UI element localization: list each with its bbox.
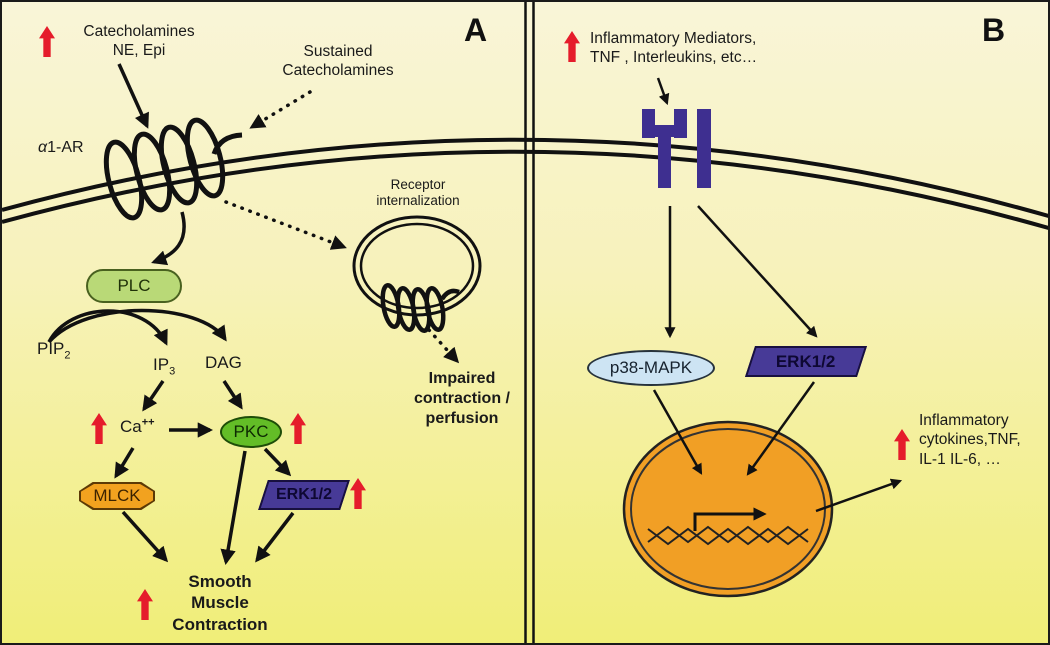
mlck-node-fill bbox=[81, 484, 153, 508]
mlck-label: MLCK bbox=[93, 486, 141, 505]
up-arrow-icon bbox=[350, 478, 366, 509]
impaired-line1: Impaired bbox=[428, 370, 496, 387]
ca-sup: ++ bbox=[141, 416, 155, 429]
arrow-catecholamines-to-receptor bbox=[117, 63, 149, 129]
cytokines-line1: Inflammatory bbox=[919, 412, 1009, 429]
arrow-receptor-to-vesicle bbox=[224, 200, 347, 250]
arrow-dag-to-pkc bbox=[222, 380, 243, 410]
up-arrow-icon bbox=[894, 429, 910, 460]
outcome-line2: Muscle bbox=[191, 593, 249, 613]
receptor-internalization-label: Receptor internalization bbox=[360, 177, 476, 209]
arrow-nucleus-to-cytokines bbox=[815, 478, 903, 513]
pkc-label: PKC bbox=[233, 422, 269, 441]
smooth-muscle-contraction-label: Smooth Muscle Contraction bbox=[150, 571, 290, 635]
inflammatory-cytokines-label: Inflammatory cytokines,TNF, IL-1 IL-6, … bbox=[919, 411, 1021, 469]
dna-strand-icon bbox=[647, 525, 809, 546]
outcome-line3: Contraction bbox=[172, 614, 268, 634]
mediators-line1: Inflammatory Mediators, bbox=[590, 30, 757, 47]
internalization-line2: internalization bbox=[376, 193, 460, 209]
arrow-ca-to-mlck bbox=[114, 447, 135, 479]
up-arrow-icon bbox=[290, 413, 306, 444]
arrow-erk-to-contraction bbox=[255, 511, 295, 563]
arrow-mediators-to-receptor bbox=[656, 77, 670, 106]
mediators-line2: TNF , Interleukins, etc… bbox=[590, 49, 758, 67]
arrow-sustained-to-receptor bbox=[249, 90, 312, 129]
arrow-p38-to-nucleus bbox=[652, 389, 703, 475]
erk-label-b: ERK1/2 bbox=[776, 351, 836, 371]
pip2-sub: 2 bbox=[64, 349, 71, 362]
panel-a-label: A bbox=[464, 12, 488, 48]
dag-label: DAG bbox=[205, 353, 242, 372]
panel-b-arrows bbox=[652, 77, 903, 513]
arrow-mlck-to-contraction bbox=[121, 510, 169, 563]
cytokines-line3: IL-1 IL-6, … bbox=[919, 450, 1001, 468]
ip3-base: IP bbox=[153, 355, 170, 374]
gpcr-coil-icon bbox=[103, 117, 243, 221]
calcium-label: Ca++ bbox=[120, 416, 155, 437]
plc-label: PLC bbox=[117, 276, 151, 295]
arrow-pkc-to-erk bbox=[263, 447, 292, 477]
erk-node-a: ERK1/2 bbox=[258, 480, 350, 510]
mlck-node: MLCK bbox=[79, 482, 155, 510]
impaired-line2: contraction / bbox=[413, 390, 510, 407]
p38-mapk-label: p38-MAPK bbox=[609, 358, 693, 377]
ip3-sub: 3 bbox=[169, 365, 176, 378]
cytokines-line2: cytokines,TNF, bbox=[919, 431, 1021, 449]
ca-base: Ca bbox=[120, 417, 142, 436]
alpha1-ar-suffix: 1-AR bbox=[47, 139, 84, 156]
impaired-line3: perfusion bbox=[425, 410, 499, 427]
pip2-label: PIP2 bbox=[37, 338, 71, 363]
catecholamines-line2: NE, Epi bbox=[112, 42, 166, 60]
nucleus-icon bbox=[622, 420, 834, 598]
up-arrow-icon bbox=[39, 26, 55, 57]
erk-node-b: ERK1/2 bbox=[744, 346, 868, 377]
sustained-line1: Sustained bbox=[303, 43, 373, 60]
dotted-arrows bbox=[224, 90, 460, 364]
up-arrow-icon bbox=[564, 31, 580, 62]
arrow-receptor-to-erk bbox=[697, 205, 818, 338]
plc-node: PLC bbox=[86, 269, 182, 303]
arrow-ip3-to-ca bbox=[142, 380, 165, 412]
alpha-glyph: α bbox=[38, 139, 48, 156]
arrow-pip2-to-dag bbox=[47, 308, 227, 344]
arrow-pkc-to-contraction bbox=[220, 450, 247, 566]
pkc-node: PKC bbox=[220, 416, 282, 448]
cell-membrane bbox=[2, 137, 1048, 230]
impaired-outcome-label: Impaired contraction / perfusion bbox=[395, 369, 529, 429]
catecholamines-label: Catecholamines NE, Epi bbox=[64, 22, 214, 61]
arrow-vesicle-to-impaired bbox=[427, 328, 460, 364]
internalization-line1: Receptor bbox=[390, 177, 446, 192]
ip3-label: IP3 bbox=[153, 354, 175, 379]
cytokine-receptor-icon bbox=[642, 109, 711, 188]
arrow-erk-to-nucleus bbox=[746, 381, 816, 476]
outcome-line1: Smooth bbox=[188, 572, 252, 591]
transcription-arrow-icon bbox=[693, 507, 767, 531]
inflammatory-mediators-label: Inflammatory Mediators, TNF , Interleuki… bbox=[590, 29, 757, 68]
p38-mapk-node: p38-MAPK bbox=[587, 350, 715, 386]
pip2-base: PIP bbox=[37, 339, 65, 358]
vesicle-receptor-coil-icon bbox=[380, 283, 460, 333]
arrow-receptor-to-plc bbox=[151, 211, 186, 266]
alpha1-ar-label: α1-AR bbox=[38, 138, 84, 158]
up-arrow-icon bbox=[91, 413, 107, 444]
catecholamines-line1: Catecholamines bbox=[83, 23, 195, 40]
sustained-catecholamines-label: Sustained Catecholamines bbox=[264, 42, 412, 81]
sustained-line2: Catecholamines bbox=[282, 62, 394, 80]
erk-label-a: ERK1/2 bbox=[275, 486, 333, 503]
panel-divider bbox=[524, 2, 535, 643]
vesicle-icon bbox=[352, 215, 482, 333]
panel-b-label: B bbox=[982, 12, 1006, 48]
